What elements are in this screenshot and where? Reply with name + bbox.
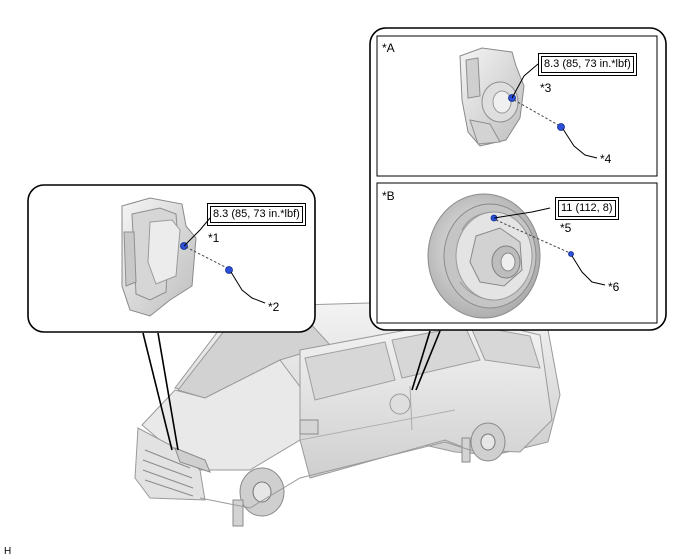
- bolt-2: [225, 266, 233, 274]
- callout-2: *2: [268, 300, 280, 314]
- callout-1: *1: [208, 231, 220, 245]
- panel-a-caliper: [459, 47, 525, 147]
- torque-spec-1: 8.3 (85, 73 in.*lbf): [207, 203, 306, 226]
- callout-3: *3: [540, 81, 552, 95]
- panel-a-label: *A: [382, 41, 395, 55]
- bolt-3: [508, 94, 516, 102]
- callout-6: *6: [608, 280, 620, 294]
- panel-b-label: *B: [382, 189, 395, 203]
- front-brake-caliper: [121, 197, 197, 317]
- callout-4: *4: [600, 152, 612, 166]
- corner-mark: H: [4, 546, 12, 557]
- callout-5: *5: [560, 221, 572, 235]
- bolt-4: [557, 123, 565, 131]
- torque-spec-3: 8.3 (85, 73 in.*lbf): [538, 53, 637, 76]
- van-illustration: [134, 299, 561, 527]
- torque-spec-5: 11 (112, 8): [555, 197, 619, 220]
- bolt-6: [568, 251, 574, 257]
- panel-b-drum-brake: [427, 193, 541, 319]
